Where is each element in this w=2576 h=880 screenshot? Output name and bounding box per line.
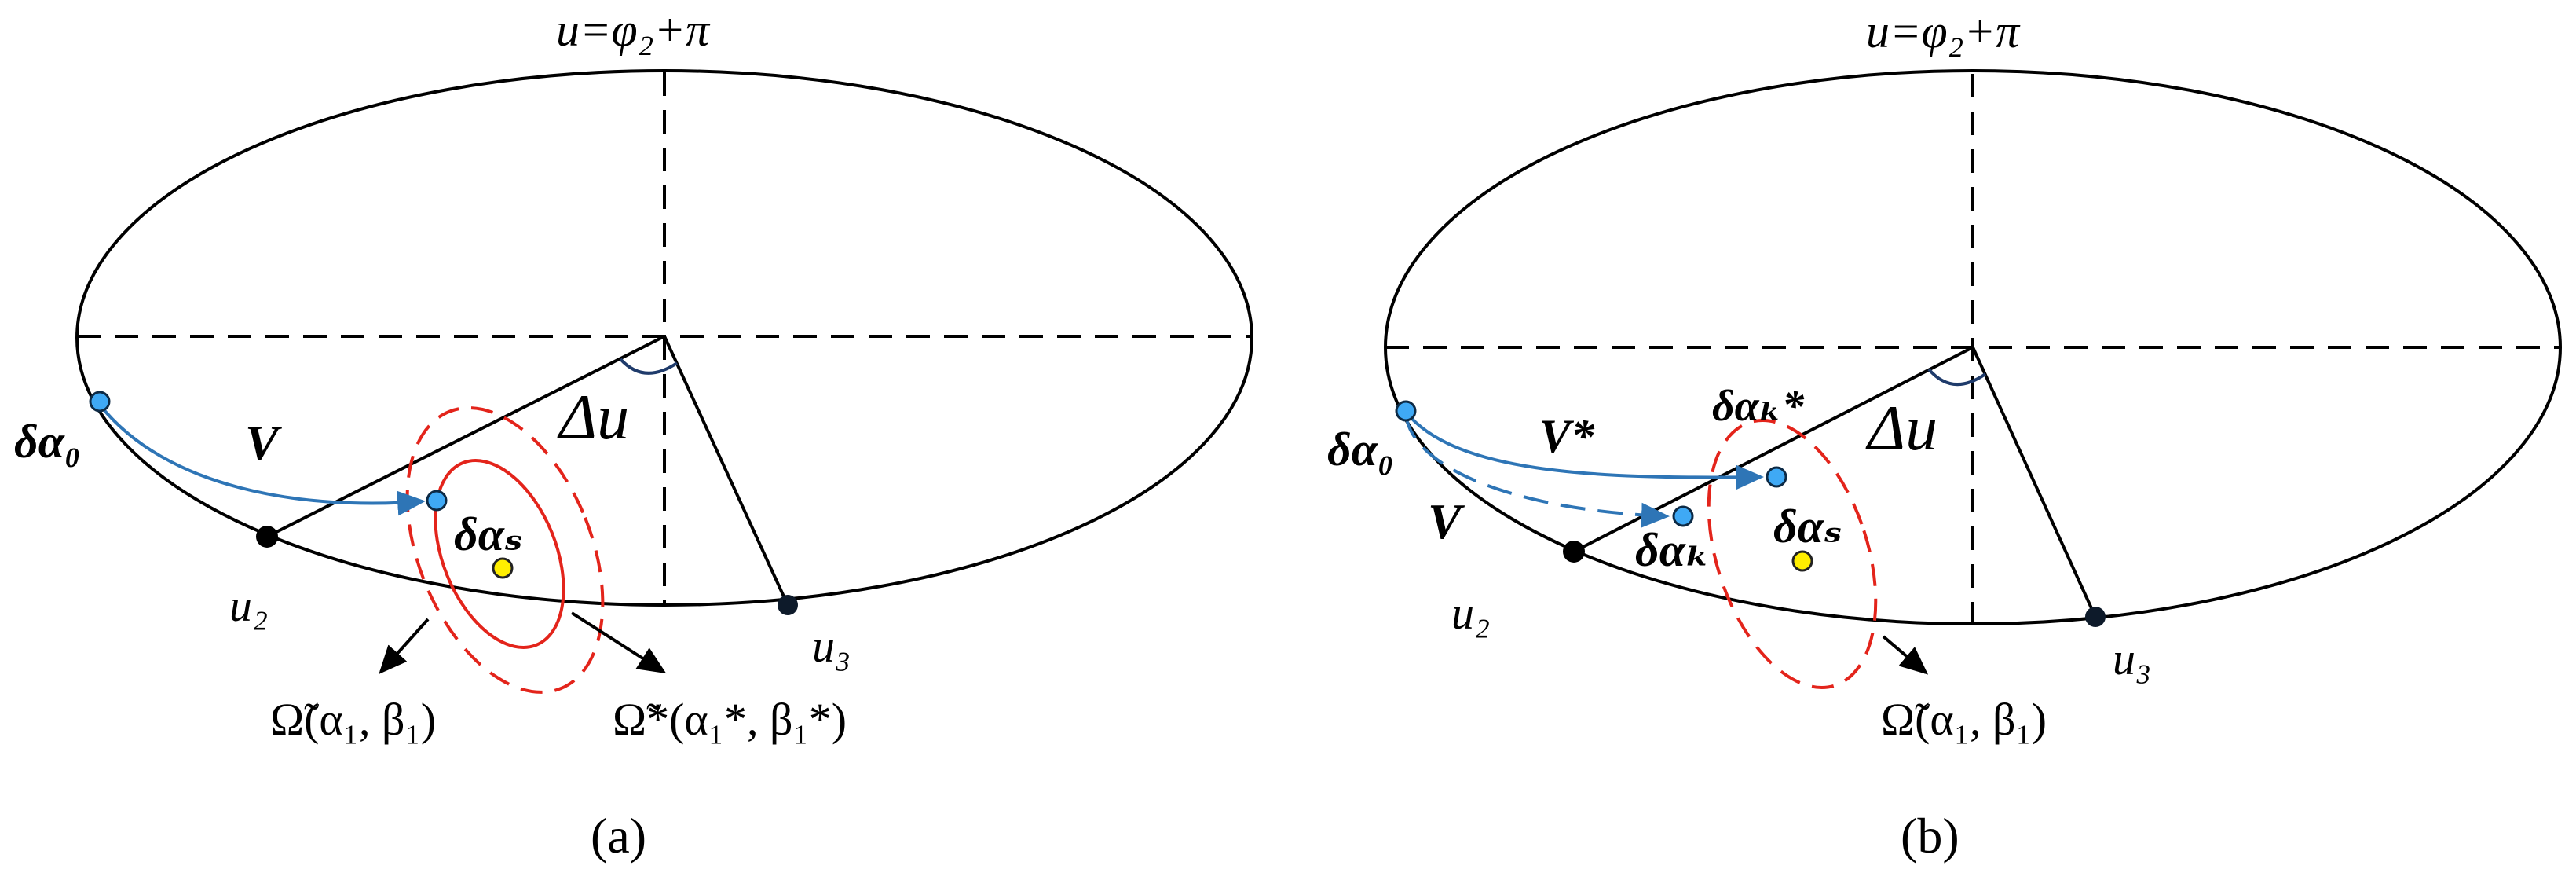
- omega-pointer-arrow: [379, 618, 430, 674]
- delta-alpha-0-point: [89, 390, 111, 412]
- u3-point: [2085, 607, 2106, 627]
- omega-region: [1707, 419, 1878, 689]
- u2-point: [256, 526, 278, 548]
- omega-star-label: Ω̃*(α₁*, β₁*): [613, 694, 847, 745]
- top-label: u=φ₂+π: [1866, 6, 2021, 57]
- panel-b-caption: (b): [1901, 808, 1959, 864]
- top-label: u=φ₂+π: [556, 4, 711, 56]
- u3-label: u₃: [2113, 633, 2151, 684]
- v-transfer-arrow: [1404, 414, 1670, 528]
- delta-alpha-s-point: [492, 557, 514, 579]
- panel-a-caption: (a): [591, 808, 646, 864]
- delta-alpha-s-label: δαₛ: [1773, 500, 1842, 552]
- v-star-transfer-arrow: [1404, 410, 1764, 490]
- delta-alpha-s-label: δαₛ: [454, 508, 523, 560]
- target-point: [426, 490, 448, 512]
- omega-pointer-arrow: [1882, 635, 1929, 675]
- delta-alpha-k-point: [1672, 505, 1694, 527]
- delta-alpha-0-label: δα₀: [1327, 424, 1394, 476]
- delta-u-label: Δu: [557, 381, 629, 453]
- u2-label: u₂: [229, 580, 268, 631]
- delta-alpha-0-point: [1395, 400, 1417, 422]
- line-u2-center: [1573, 346, 1974, 553]
- u3-point: [778, 595, 798, 615]
- delta-alpha-0-label: δα₀: [14, 416, 81, 468]
- line-center-u3: [1971, 346, 2097, 618]
- line-center-u3: [663, 336, 789, 606]
- delta-alpha-k-star-point: [1766, 466, 1787, 488]
- delta-alpha-s-point: [1791, 550, 1813, 572]
- omega-star-pointer-arrow: [570, 611, 667, 674]
- omega-region: [434, 459, 565, 649]
- v-label: V: [245, 415, 283, 471]
- panel-b: u=φ₂+π Δu δα₀ V* δαₖ* V δαₖ δαₛ u₂ u₃ Ω̃…: [1327, 6, 2562, 864]
- omega-label: Ω̃(α₁, β₁): [270, 694, 436, 745]
- panel-a: u=φ₂+π Δu δα₀ V δαₛ u₂ u₃ Ω̃(α₁, β₁) Ω̃*…: [14, 4, 1253, 864]
- v-star-label: V*: [1539, 410, 1595, 462]
- u2-point: [1563, 541, 1585, 563]
- u3-label: u₃: [812, 621, 851, 672]
- omega-label: Ω̃(α₁, β₁): [1881, 694, 2047, 745]
- u2-label: u₂: [1451, 588, 1490, 639]
- delta-alpha-k-label: δαₖ: [1635, 524, 1710, 576]
- v-label: V: [1428, 493, 1465, 549]
- omega-star-region: [405, 406, 605, 694]
- delta-u-arc: [1927, 368, 1987, 386]
- delta-u-label: Δu: [1865, 392, 1937, 464]
- v-transfer-arrow: [98, 403, 426, 516]
- delta-alpha-k-star-label: δαₖ*: [1712, 382, 1805, 431]
- delta-u-arc: [619, 358, 679, 375]
